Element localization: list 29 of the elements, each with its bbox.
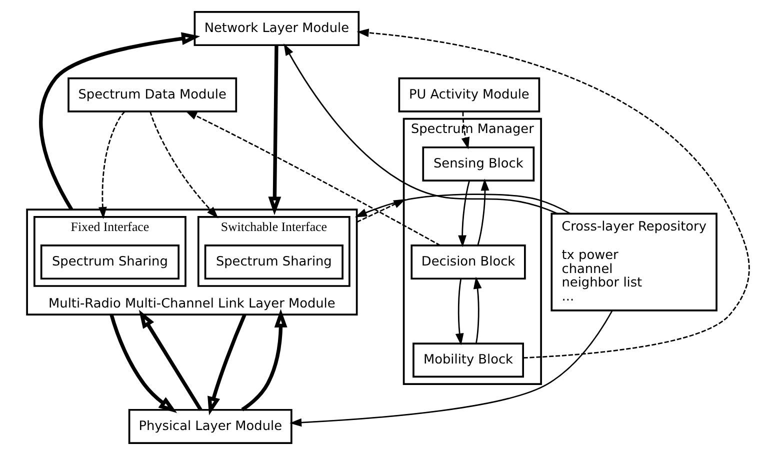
arrow <box>458 180 470 248</box>
node-box: Cross-layer Repository tx power channel neighbor list ... <box>550 212 718 312</box>
node-box: PU Activity Module <box>398 77 540 112</box>
node-box: Physical Layer Module <box>128 408 292 444</box>
arrow <box>356 28 750 359</box>
arrow <box>208 314 246 416</box>
arrow <box>290 310 613 427</box>
node-box: Sensing Block <box>422 146 535 182</box>
node-box: Spectrum Sharing <box>40 244 180 280</box>
node-box: Decision Block <box>410 244 526 280</box>
node-box: Mobility Block <box>412 342 524 378</box>
node-box: Network Layer Module <box>194 11 360 46</box>
arrow <box>461 112 470 150</box>
arrow <box>241 308 288 412</box>
arrow <box>268 45 282 216</box>
node-box: Spectrum Data Module <box>68 77 238 112</box>
arrow <box>477 178 490 246</box>
arrow <box>110 314 178 414</box>
arrow <box>39 32 200 210</box>
arrow <box>473 276 482 344</box>
node-box: Spectrum Sharing <box>204 244 344 280</box>
arrow <box>185 110 441 246</box>
arrow <box>138 310 202 411</box>
arrow <box>150 111 218 218</box>
arrow <box>354 194 571 218</box>
arrow <box>356 199 406 223</box>
arrow <box>455 278 464 346</box>
arrow <box>98 111 126 219</box>
arrow <box>284 43 558 214</box>
